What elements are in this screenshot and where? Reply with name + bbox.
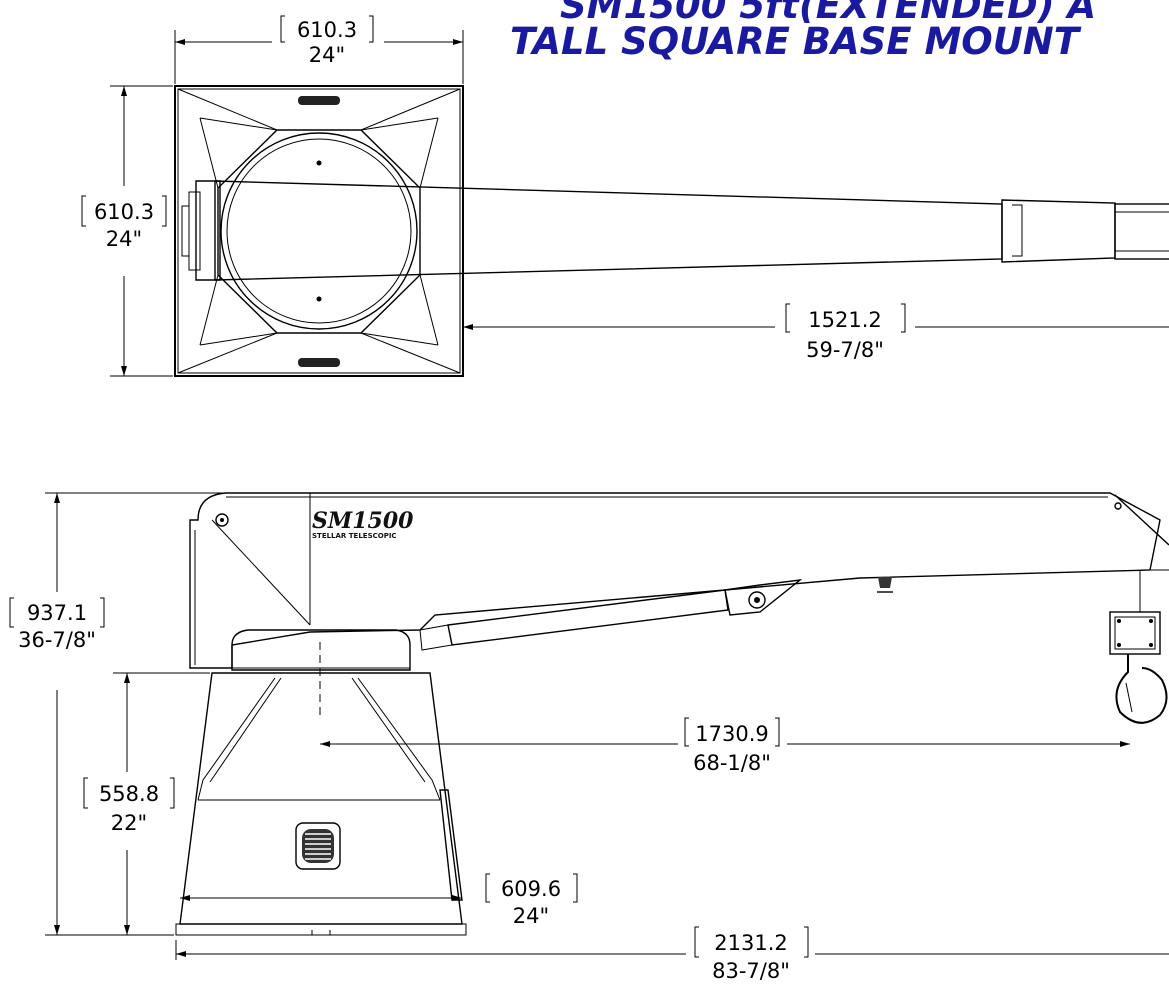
title-line-1: SM1500 5ft(EXTENDED) A: [560, 0, 1096, 27]
title-line-2: TALL SQUARE BASE MOUNT: [510, 20, 1082, 63]
pedestal-base: [179, 672, 463, 925]
overall-length-mm: 2131.2: [714, 931, 787, 955]
hook: [1115, 654, 1168, 724]
top-height-mm: 610.3: [94, 200, 154, 224]
base-plate-outline: [174, 85, 464, 377]
handle-bottom: [298, 358, 340, 367]
logo-tagline: STELLAR TELESCOPIC: [312, 532, 397, 540]
side-height-mm: 937.1: [27, 601, 87, 625]
side-view: SM1500 STELLAR TELESCOPIC 937.1 36-: [9, 492, 1169, 983]
hook-reach-mm: 1730.9: [695, 722, 768, 746]
base-width-mm: 609.6: [501, 877, 561, 901]
top-reach-mm: 1521.2: [808, 308, 881, 332]
base-height-mm: 558.8: [99, 782, 159, 806]
turret: [231, 629, 411, 671]
top-width-inch: 24": [309, 43, 345, 67]
handle-top: [298, 96, 340, 105]
top-reach-inch: 59-7/8": [806, 338, 884, 362]
drawing-title: SM1500 5ft(EXTENDED) A TALL SQUARE BASE …: [510, 0, 1096, 63]
logo-model: SM1500: [312, 508, 414, 534]
boom-side-outline: [189, 492, 1161, 669]
top-width-mm: 610.3: [297, 18, 357, 42]
overall-length-inch: 83-7/8": [712, 959, 790, 983]
top-view: 610.3 24" 610.3 24" 1521.2 59-7/8": [81, 15, 1169, 377]
top-height-inch: 24": [106, 227, 142, 251]
hook-block: [1109, 611, 1161, 655]
boom-top-outline: [214, 180, 1003, 281]
base-height-inch: 22": [111, 811, 147, 835]
hook-reach-inch: 68-1/8": [693, 751, 771, 775]
side-height-inch: 36-7/8": [18, 628, 96, 652]
vent-grille: [295, 822, 341, 870]
base-width-inch: 24": [513, 904, 549, 928]
